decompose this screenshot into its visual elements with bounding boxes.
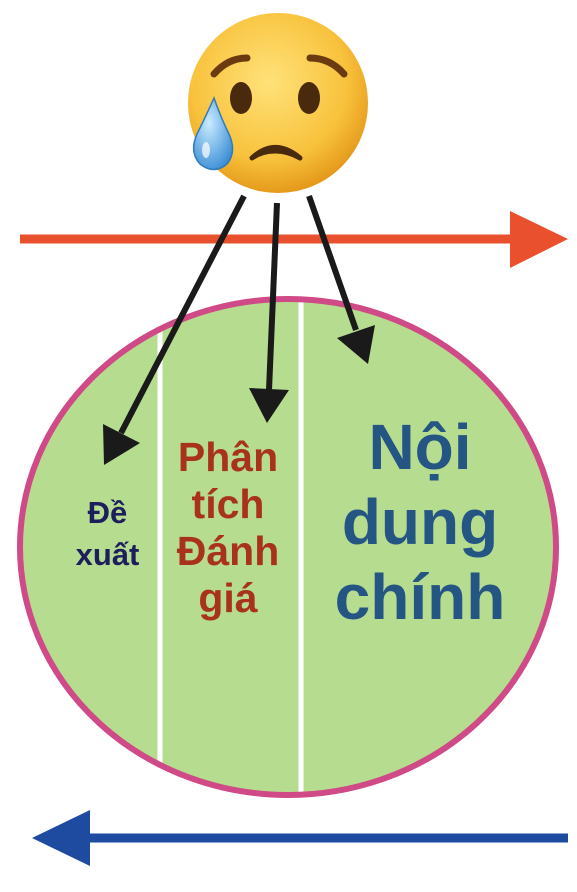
pointer-arrow-left xyxy=(103,194,247,465)
segment-label-line: dung xyxy=(341,486,499,558)
segment-label-line: Đánh xyxy=(176,528,280,574)
pointer-arrow-right xyxy=(306,195,375,364)
bottom-left-arrow xyxy=(32,810,568,866)
segment-label-line: Phân xyxy=(177,434,279,480)
segment-label-analysis: Phân tích Đánh giá xyxy=(162,434,294,622)
segment-label-line: chính xyxy=(334,561,506,633)
top-right-arrow xyxy=(20,211,568,268)
content-circle xyxy=(17,296,559,798)
segment-label-line: Nội xyxy=(368,411,472,483)
segment-label-line: xuất xyxy=(75,537,140,572)
segment-label-main-content: Nội dung chính xyxy=(304,410,536,635)
pointer-arrows xyxy=(103,194,375,465)
sad-but-relieved-face-icon xyxy=(188,13,368,193)
segment-label-line: tích xyxy=(191,481,265,527)
segment-label-line: giá xyxy=(198,575,258,621)
segment-label-line: Đề xyxy=(87,495,128,530)
segment-label-suggestion: Đề xuất xyxy=(60,492,155,576)
pointer-arrow-middle xyxy=(249,202,289,423)
